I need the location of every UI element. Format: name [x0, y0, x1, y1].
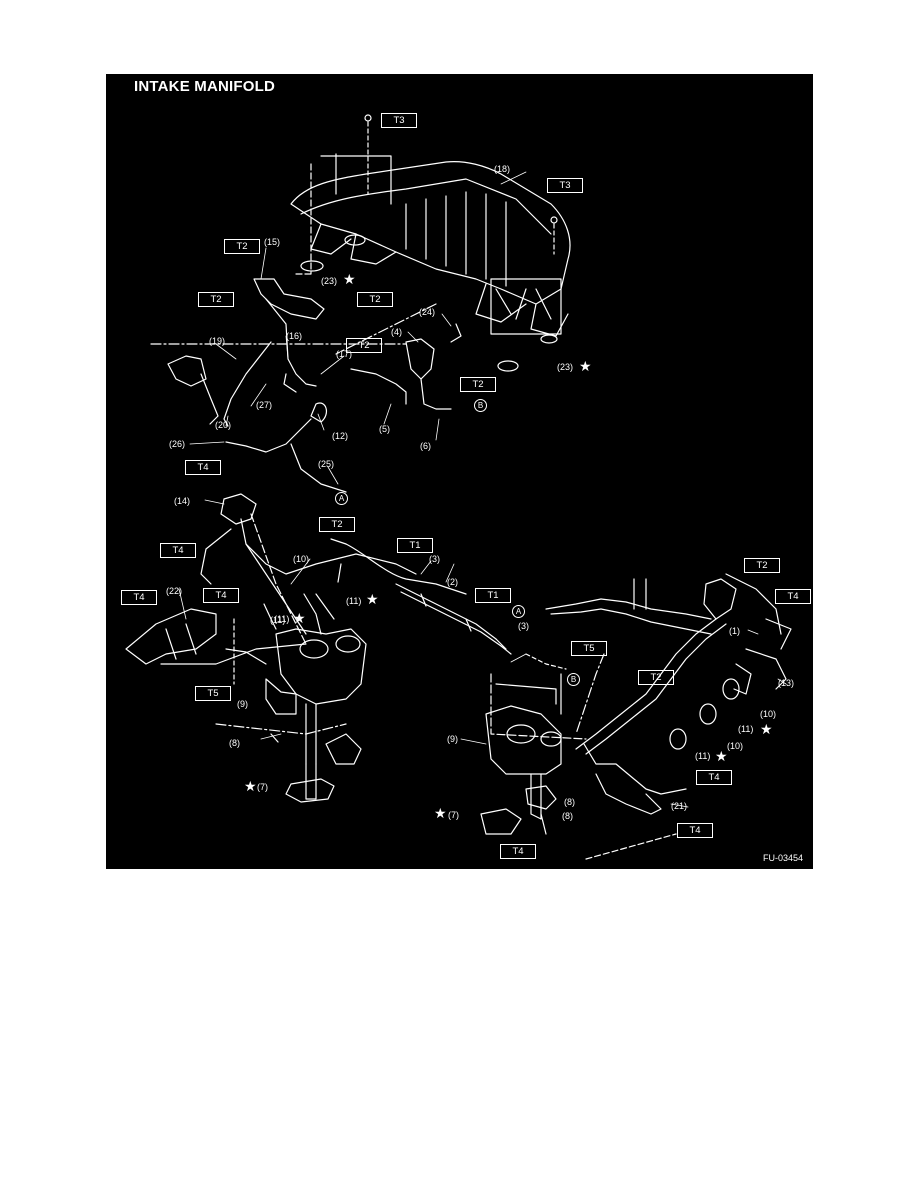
part-label: (21): [671, 801, 688, 811]
part-label: (22): [166, 586, 183, 596]
torque-label: T4: [121, 590, 157, 605]
part-label: (12): [332, 431, 349, 441]
torque-label: T4: [677, 823, 713, 838]
torque-label: T2: [638, 670, 674, 685]
solenoid-valve-group: [150, 278, 462, 493]
part-label: (15): [264, 237, 281, 247]
part-label: (24): [419, 307, 436, 317]
part-label: (8): [564, 797, 575, 807]
diagram-title: INTAKE MANIFOLD: [134, 78, 276, 95]
part-label: (1): [729, 626, 740, 636]
part-label: (26): [169, 439, 186, 449]
part-label: (27): [256, 400, 273, 410]
torque-label: T4: [203, 588, 239, 603]
callout-a: A: [512, 605, 525, 618]
part-label: (2): [447, 577, 458, 587]
torque-label: T3: [381, 113, 417, 128]
part-label: (3): [429, 554, 440, 564]
part-label: (10): [293, 554, 310, 564]
torque-label: T4: [160, 543, 196, 558]
star-icon: ★: [434, 805, 447, 821]
torque-label: T4: [500, 844, 536, 859]
left-fuel-rail-assembly: [125, 493, 467, 803]
part-label: (7): [257, 782, 268, 792]
torque-label: T1: [397, 538, 433, 553]
part-label: (25): [318, 459, 335, 469]
star-icon: ★: [579, 358, 592, 374]
star-icon: ★: [715, 748, 728, 764]
part-label: (10): [760, 709, 777, 719]
callout-b: B: [474, 399, 487, 412]
fuel-hoses: [395, 583, 512, 655]
star-icon: ★: [244, 778, 257, 794]
part-label: (23): [557, 362, 574, 372]
torque-label: T4: [185, 460, 221, 475]
part-label: (11): [274, 614, 290, 624]
torque-label: T2: [198, 292, 234, 307]
star-icon: ★: [760, 721, 773, 737]
torque-label: T2: [460, 377, 496, 392]
part-label: (8): [562, 811, 573, 821]
part-label: (14): [174, 496, 191, 506]
torque-label: T3: [547, 178, 583, 193]
part-label: (6): [420, 441, 431, 451]
callout-b: B: [567, 673, 580, 686]
torque-label: T2: [744, 558, 780, 573]
torque-label: T2: [346, 338, 382, 353]
intake-manifold-upper: [290, 114, 571, 372]
part-label: (19): [209, 336, 226, 346]
torque-label: T1: [475, 588, 511, 603]
part-label: (11): [738, 724, 754, 734]
part-label: (17): [336, 349, 353, 359]
part-label: (11): [346, 596, 362, 606]
part-label: (10): [727, 741, 744, 751]
part-label: (13): [778, 678, 795, 688]
part-label: (8): [229, 738, 240, 748]
part-label: (11): [270, 615, 286, 625]
torque-label: T4: [775, 589, 811, 604]
torque-label: T2: [224, 239, 260, 254]
part-label: (23): [321, 276, 338, 286]
callout-a: A: [335, 492, 348, 505]
torque-label: T4: [696, 770, 732, 785]
exploded-view-drawing: [125, 114, 792, 860]
part-label: (18): [494, 164, 511, 174]
part-label: (9): [447, 734, 458, 744]
part-label: (7): [448, 810, 459, 820]
star-icon: ★: [366, 591, 379, 607]
star-icon: ★: [343, 271, 356, 287]
part-label: (9): [237, 699, 248, 709]
torque-label: T2: [357, 292, 393, 307]
torque-label: T5: [195, 686, 231, 701]
leader-lines: [178, 171, 787, 808]
part-label: (3): [518, 621, 529, 631]
part-label: (16): [286, 331, 303, 341]
part-label: (11): [695, 751, 711, 761]
star-icon: ★: [293, 610, 306, 626]
diagram-panel: INTAKE MANIFOLD FU-03454 (18) (15) (16) …: [106, 74, 813, 869]
right-fuel-rail-assembly: [480, 573, 792, 860]
part-label: (20): [215, 420, 232, 430]
torque-label: T2: [319, 517, 355, 532]
torque-label: T5: [571, 641, 607, 656]
part-label: (5): [379, 424, 390, 434]
part-label: (4): [391, 327, 402, 337]
figure-id: FU-03454: [762, 853, 803, 863]
